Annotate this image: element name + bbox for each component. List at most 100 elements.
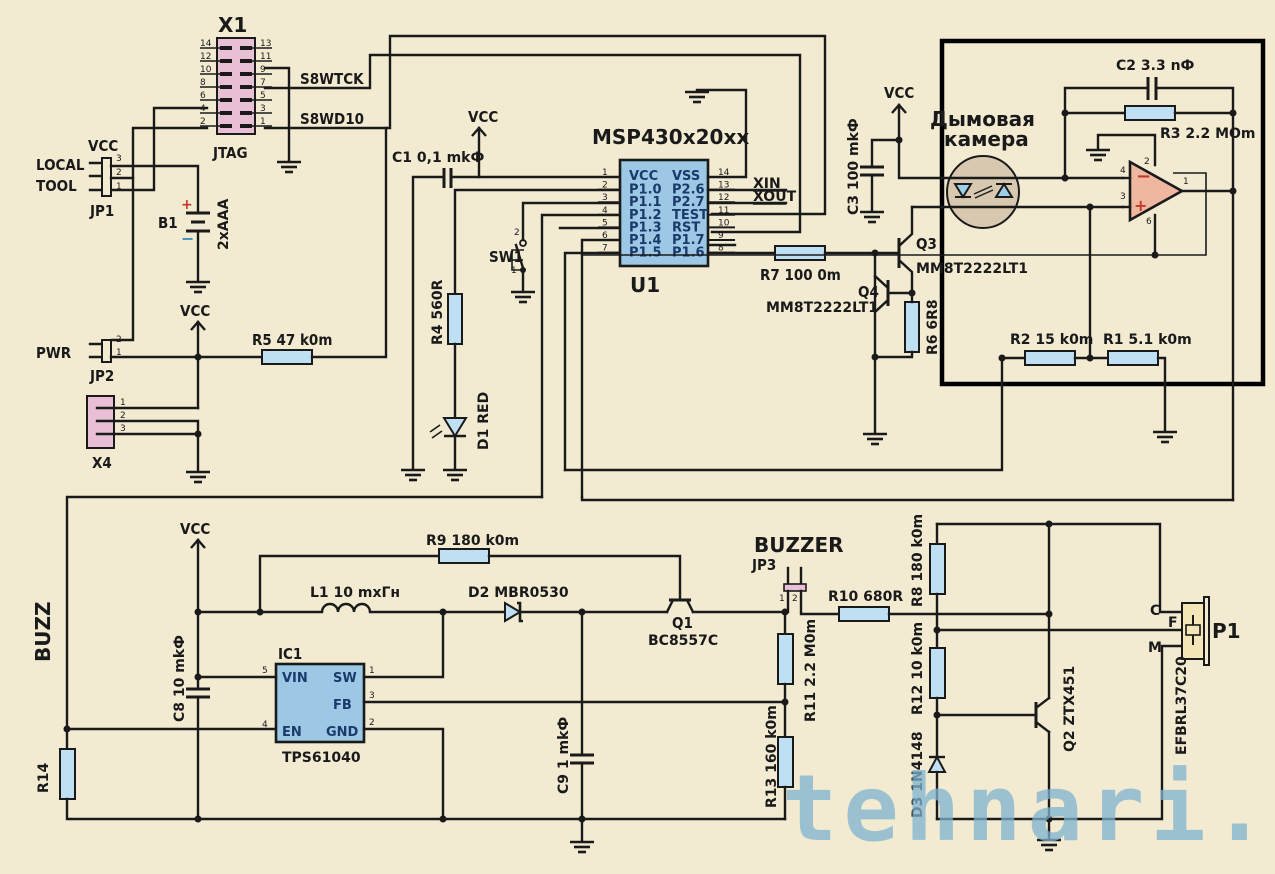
x1-pin-label: 1 bbox=[260, 117, 266, 127]
transistor-q4: Q4 MM8T2222LT1 bbox=[766, 274, 914, 316]
buzzer-title: BUZZER bbox=[754, 533, 844, 557]
q1-ref: Q1 bbox=[672, 614, 693, 632]
net-buzz: BUZZ bbox=[31, 602, 55, 663]
x1-pin-label: 10 bbox=[200, 65, 212, 75]
u1-pin-number: 1 bbox=[602, 168, 608, 178]
svg-text:1: 1 bbox=[1183, 177, 1189, 187]
svg-text:1: 1 bbox=[779, 594, 785, 604]
u1-pin-name: VCC bbox=[629, 169, 658, 184]
vcc-label-boost: VCC bbox=[180, 520, 210, 538]
u1-pin-name: P1.1 bbox=[629, 195, 662, 210]
inductor-l1 bbox=[320, 602, 372, 613]
b1-ref: B1 bbox=[158, 214, 178, 232]
u1-pin-number: 11 bbox=[718, 206, 729, 216]
ic-ic1: IC1 VIN EN SW FB GND 5 4 1 3 2 TPS61040 bbox=[262, 645, 375, 766]
q4-part: MM8T2222LT1 bbox=[766, 300, 878, 316]
svg-text:5: 5 bbox=[262, 666, 268, 676]
u1-pin-name: P1.0 bbox=[629, 183, 662, 198]
r8-label: R8 180 k0m bbox=[910, 514, 926, 607]
d1-label: D1 RED bbox=[476, 392, 492, 450]
svg-text:EN: EN bbox=[282, 725, 302, 740]
u1-pin-number: 9 bbox=[718, 231, 724, 241]
led-d1 bbox=[429, 417, 468, 439]
svg-text:M: M bbox=[1148, 640, 1162, 656]
svg-text:2: 2 bbox=[369, 718, 375, 728]
net-s8wtck: S8WTCK bbox=[300, 70, 364, 88]
ic1-ref: IC1 bbox=[278, 645, 302, 663]
x1-pin-label: 14 bbox=[200, 39, 212, 49]
q4-ref: Q4 bbox=[858, 283, 879, 301]
svg-text:VIN: VIN bbox=[282, 671, 308, 686]
x1-pin-label: 9 bbox=[260, 65, 266, 75]
p1-ref: P1 bbox=[1212, 619, 1241, 643]
svg-text:2: 2 bbox=[120, 411, 126, 421]
u1-pin-number: 8 bbox=[718, 244, 724, 254]
u1-pin-number: 10 bbox=[718, 218, 730, 228]
x1-pin-label: 3 bbox=[260, 104, 266, 114]
opamp: − + 4 3 1 2 6 bbox=[1120, 157, 1189, 227]
r3-label: R3 2.2 MOm bbox=[1160, 126, 1256, 142]
u1-pin-number: 4 bbox=[602, 206, 608, 216]
r9-label: R9 180 k0m bbox=[426, 533, 519, 549]
ic1-part: TPS61040 bbox=[282, 750, 361, 766]
x4-ref: X4 bbox=[92, 454, 112, 472]
svg-text:3: 3 bbox=[116, 154, 122, 164]
switch-sw1[interactable]: SW1 2 1 bbox=[489, 228, 527, 276]
r7-label: R7 100 0m bbox=[760, 266, 841, 284]
r1-label: R1 5.1 k0m bbox=[1103, 332, 1192, 348]
l1-label: L1 10 mxГн bbox=[310, 585, 400, 601]
resistor-r11 bbox=[777, 633, 794, 685]
svg-text:2: 2 bbox=[514, 228, 520, 238]
svg-text:2: 2 bbox=[116, 168, 122, 178]
jp2-ref: JP2 bbox=[89, 367, 114, 385]
smoke-label-2: камера bbox=[944, 127, 1029, 151]
r12-label: R12 10 k0m bbox=[910, 622, 926, 715]
highlight-box bbox=[939, 38, 1266, 387]
svg-text:+: + bbox=[181, 197, 193, 213]
d3-label: D3 1N4148 bbox=[910, 731, 926, 818]
r6-label: R6 6R8 bbox=[925, 299, 941, 355]
r14-label: R14 bbox=[36, 762, 52, 793]
jumper-jp1: VCC LOCAL TOOL 3 2 1 JP1 bbox=[36, 137, 122, 220]
watermark: tehnari.ru bbox=[782, 755, 1275, 862]
resistor-r2 bbox=[1024, 350, 1076, 366]
transistor-q3: Q3 MM8T2222LT1 bbox=[897, 205, 1028, 297]
svg-text:2: 2 bbox=[1144, 157, 1150, 167]
u1-pin-number: 2 bbox=[602, 181, 608, 191]
svg-text:4: 4 bbox=[1120, 166, 1126, 176]
svg-text:−: − bbox=[181, 229, 194, 248]
connector-x4: 1 2 3 X4 bbox=[86, 395, 126, 472]
net-s8wd10: S8WD10 bbox=[300, 110, 364, 128]
u1-ref: U1 bbox=[630, 273, 660, 297]
svg-text:1: 1 bbox=[116, 182, 122, 192]
u1-pin-name: P1.3 bbox=[629, 220, 662, 235]
smoke-chamber: Дымовая камера bbox=[930, 107, 1035, 229]
u1-pin-number: 6 bbox=[602, 231, 608, 241]
net-xin: XIN bbox=[753, 176, 781, 192]
x1-pin-label: 12 bbox=[200, 52, 211, 62]
r2-label: R2 15 k0m bbox=[1010, 332, 1093, 348]
c1-label: C1 0,1 mkФ bbox=[392, 150, 484, 166]
svg-text:4: 4 bbox=[262, 720, 268, 730]
svg-text:F: F bbox=[1168, 615, 1178, 631]
svg-text:2: 2 bbox=[792, 594, 798, 604]
svg-text:FB: FB bbox=[333, 698, 352, 713]
u1-part: MSP430x20xx bbox=[592, 125, 749, 149]
u1-pin-name: P1.2 bbox=[629, 208, 662, 223]
u1-pin-name: VSS bbox=[672, 169, 700, 184]
vcc-label-u1: VCC bbox=[468, 108, 498, 126]
r10-label: R10 680R bbox=[828, 589, 903, 605]
r13-label: R13 160 k0m bbox=[764, 705, 780, 808]
net-xout: XOUT bbox=[753, 189, 797, 205]
svg-text:+: + bbox=[1134, 196, 1147, 215]
resistor-r12 bbox=[929, 647, 946, 699]
jp1-ref: JP1 bbox=[89, 202, 114, 220]
jumper-jp3-buzzer[interactable]: BUZZER JP3 1 2 bbox=[751, 533, 844, 604]
x1-pin-label: 8 bbox=[200, 78, 206, 88]
u1-pin-name: P1.7 bbox=[672, 233, 705, 248]
x1-name: JTAG bbox=[212, 144, 248, 162]
r11-label: R11 2.2 M0m bbox=[803, 619, 819, 722]
